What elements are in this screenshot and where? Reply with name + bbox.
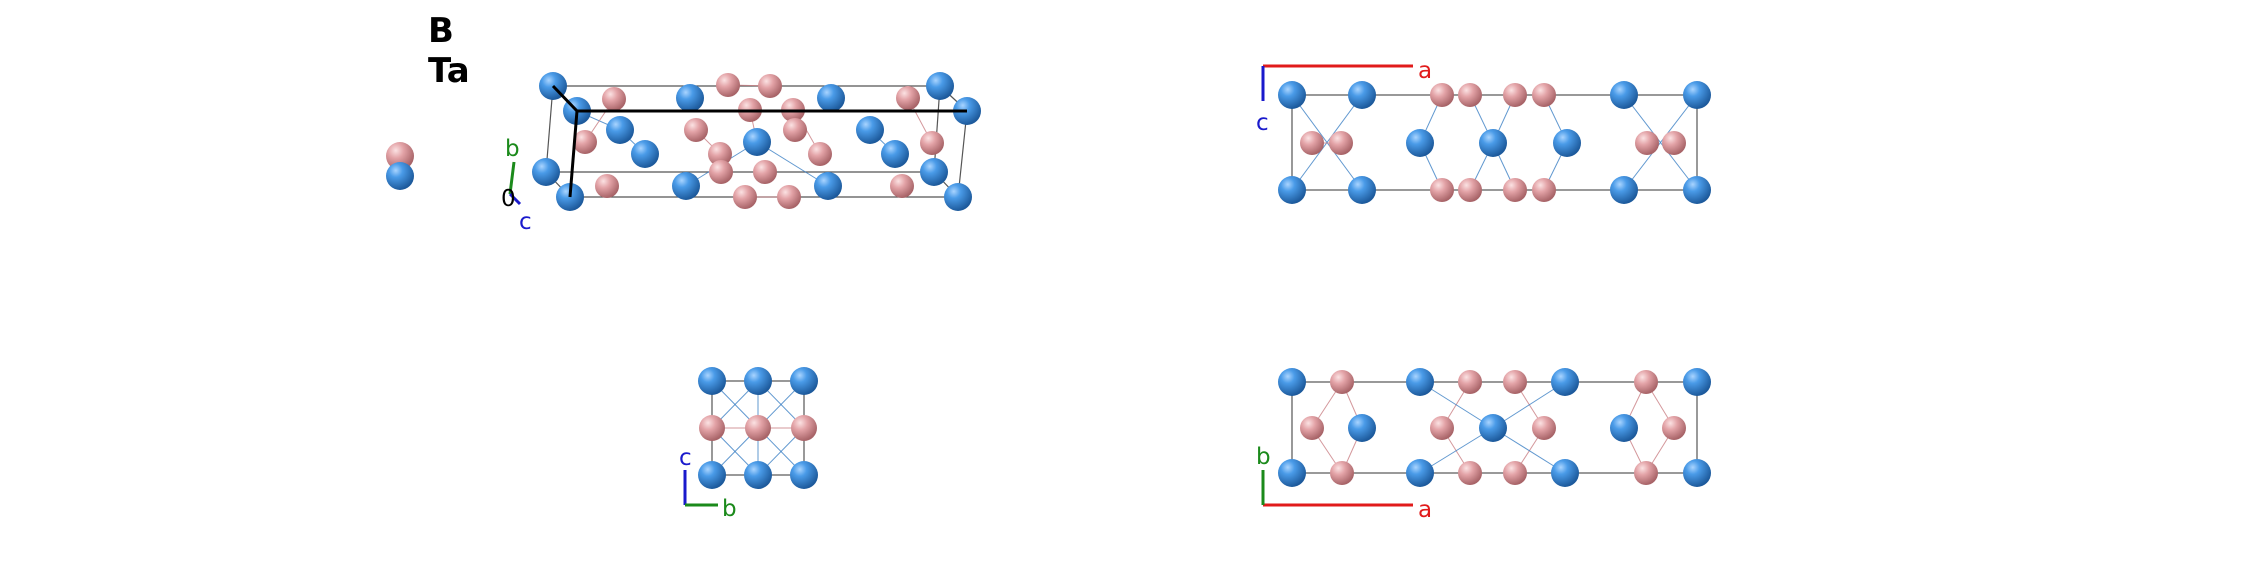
top-ac-unit-cell	[1291, 94, 1698, 191]
legend-label-b: B	[428, 11, 454, 51]
legend-ta-sphere	[386, 162, 414, 190]
perspective-axis-triad: b 0 c	[501, 136, 532, 235]
bottom-cb-view: c b	[679, 367, 818, 522]
legend-label-ta: Ta	[428, 51, 470, 91]
bottom-cb-axis-triad: c b	[679, 445, 737, 522]
perspective-axis-label-b: b	[505, 136, 520, 162]
bottom-ba-unit-cell	[1291, 381, 1698, 474]
bottom-cb-axis-label-b: b	[722, 496, 737, 522]
top-ac-b-atoms	[1300, 83, 1686, 202]
perspective-ta-atoms	[532, 72, 981, 211]
bottom-ba-axis-label-b: b	[1256, 444, 1271, 470]
bottom-cb-ta-atoms	[698, 367, 818, 489]
bottom-ba-axis-label-a: a	[1418, 497, 1432, 523]
perspective-view: b 0 c	[501, 72, 981, 235]
bottom-ba-ta-atoms	[1278, 368, 1711, 487]
bottom-ba-view: b a	[1256, 368, 1711, 523]
bottom-ba-b-atoms	[1300, 370, 1686, 485]
perspective-axis-label-c: c	[519, 209, 532, 235]
top-ac-axis-label-c: c	[1256, 110, 1269, 136]
top-ac-view: a c	[1256, 58, 1711, 204]
bottom-ba-axis-triad: b a	[1256, 444, 1432, 523]
top-ac-axis-label-a: a	[1418, 58, 1432, 84]
legend-b-sphere	[386, 142, 414, 170]
top-ac-axis-triad: a c	[1256, 58, 1432, 136]
legend: B Ta	[386, 11, 470, 190]
bottom-cb-axis-label-c: c	[679, 445, 692, 471]
bottom-cb-b-atoms	[699, 415, 817, 441]
perspective-axis-overlay	[551, 84, 967, 198]
perspective-axis-label-origin: 0	[501, 186, 516, 212]
top-ac-ta-atoms	[1278, 81, 1711, 204]
